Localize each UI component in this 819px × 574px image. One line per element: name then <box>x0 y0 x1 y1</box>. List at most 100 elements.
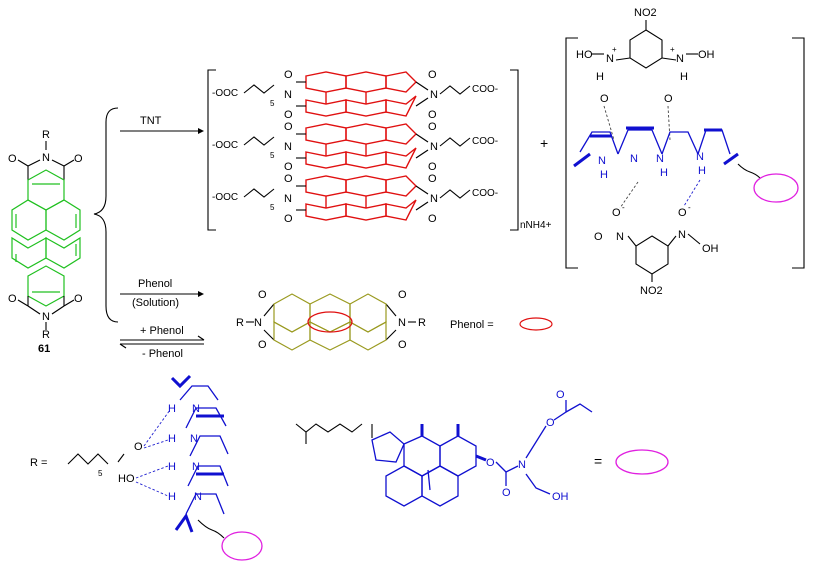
cholesterol-ellipse-complex <box>753 173 799 203</box>
r-definition-subscript: 5 <box>98 469 103 478</box>
branch-brace <box>93 107 119 323</box>
compound-61-number: 61 <box>38 343 50 355</box>
phenol-product-r-left: R <box>236 317 244 329</box>
r-definition-n4: N <box>194 491 202 503</box>
aggregate-row-1-o2: O <box>284 109 293 121</box>
r-definition-n1: N <box>192 403 200 415</box>
aggregate-row-3-n-right: N <box>430 193 438 205</box>
complex-ho-left: HO <box>576 49 593 61</box>
arrow-tnt-label: TNT <box>140 115 162 127</box>
complex-h-1: H <box>600 169 608 181</box>
aggregate-row-1-o4: O <box>428 109 437 121</box>
compound-61-o-bl: O <box>8 293 17 305</box>
equilibrium-plus-phenol: + Phenol <box>140 325 184 337</box>
cholesterol-o3: O <box>546 417 555 429</box>
compound-61-o-tr: O <box>74 153 83 165</box>
phenol-ellipse-legend <box>519 317 553 331</box>
complex-nh-1: N <box>598 155 606 167</box>
aggregate-row-1: -OOC 5 N O O O O N COO- <box>212 69 498 121</box>
complex-minus-br: - <box>688 203 691 212</box>
phenol-product-n-right: N <box>398 317 406 329</box>
aggregate-row-2-sub: 5 <box>270 151 275 160</box>
phenol-product-o1: O <box>258 289 267 301</box>
phenol-product: O O O O R N N R <box>236 289 426 351</box>
tnt-aggregate: nNH4+ + -OOC 5 N O O O O N COO- <box>207 69 552 231</box>
aggregate-row-2-o1: O <box>284 121 293 133</box>
compound-61-r-top: R <box>42 129 50 141</box>
r-definition-h3: H <box>168 461 176 473</box>
r-definition-n3: N <box>192 461 200 473</box>
aggregate-row-3-right: COO- <box>472 188 498 199</box>
aggregate-row-3-left: -OOC <box>212 192 238 203</box>
complex-h-tl: H <box>596 71 604 83</box>
complex-h-3: H <box>660 167 668 179</box>
complex-nh-2: N <box>630 153 638 165</box>
r-definition-hydroxyl: HO <box>118 473 135 485</box>
arrow-phenol-sublabel: (Solution) <box>132 297 179 309</box>
complex-o-tl: O <box>600 93 609 105</box>
phenol-product-o2: O <box>258 339 267 351</box>
r-definition-prefix: R = <box>30 457 47 469</box>
r-definition-h2: H <box>168 433 176 445</box>
complex-nitro-bottom: NO2 <box>640 285 663 297</box>
complex-plus-tr: + <box>670 45 675 54</box>
cholesterol-oh: OH <box>552 491 569 503</box>
aggregate-row-1-left: -OOC <box>212 88 238 99</box>
aggregate-row-2-right: COO- <box>472 136 498 147</box>
aggregate-row-2-o4: O <box>428 161 437 173</box>
arrow-tnt: TNT <box>120 115 204 134</box>
aggregate-row-3-sub: 5 <box>270 203 275 212</box>
phenol-product-n-left: N <box>254 317 262 329</box>
complex-o-tr: O <box>664 93 673 105</box>
complex-oh-right: OH <box>698 49 715 61</box>
complex-o-br: O <box>678 207 687 219</box>
complex-nh-3: N <box>656 153 664 165</box>
aggregate-row-1-n-right: N <box>430 89 438 101</box>
cholesterol-n: N <box>518 459 526 471</box>
aggregate-row-3-o2: O <box>284 213 293 225</box>
complex-n-top-right: N <box>676 53 684 65</box>
aggregate-counterion: nNH4+ <box>520 220 552 231</box>
complex-n-top-left: N <box>606 53 614 65</box>
r-definition-h1: H <box>168 403 176 415</box>
complex-minus-bl: - <box>622 203 625 212</box>
complex-plus-tl: + <box>612 45 617 54</box>
aggregate-row-2-n-left: N <box>284 141 292 153</box>
aggregate-row-1-sub: 5 <box>270 99 275 108</box>
aggregate-row-3: -OOC 5 N O O O O N COO- <box>212 173 498 225</box>
r-definition-n2: N <box>190 433 198 445</box>
compound-61-o-br: O <box>74 293 83 305</box>
aggregate-row-2-n-right: N <box>430 141 438 153</box>
phenol-legend: Phenol = <box>450 319 494 331</box>
compound-61-r-bottom: R <box>42 329 50 341</box>
tnt-complex: NO2 HO N + N + OH H H O O N H N N H N H <box>565 7 805 297</box>
r-definition-h4: H <box>168 491 176 503</box>
cholesterol-equals: = <box>594 453 602 469</box>
cholesterol-o4: O <box>556 389 565 401</box>
compound-61-o-tl: O <box>8 153 17 165</box>
phenol-product-o3: O <box>398 289 407 301</box>
compound-61-n-bottom: N <box>42 311 50 323</box>
cholesterol-ellipse-r <box>221 531 263 561</box>
aggregate-row-2-o3: O <box>428 121 437 133</box>
complex-nh-4: N <box>696 151 704 163</box>
phenol-product-r-right: R <box>418 317 426 329</box>
arrow-phenol-label: Phenol <box>138 278 172 290</box>
cholesterol-derivative: O O N O O OH = <box>295 389 669 507</box>
aggregate-row-1-n-left: N <box>284 89 292 101</box>
cholesterol-ellipse-legend <box>615 449 669 475</box>
aggregate-row-2-o2: O <box>284 161 293 173</box>
aggregate-plus: + <box>540 135 548 151</box>
phenol-ellipse-product <box>307 311 353 333</box>
compound-61: R N O O O O N R 61 <box>8 129 83 355</box>
r-definition: R = 5 O HO H H H H N N N N <box>30 374 263 561</box>
complex-o-ml: O <box>594 231 603 243</box>
phenol-product-o4: O <box>398 339 407 351</box>
complex-nitro-top: NO2 <box>634 7 657 19</box>
aggregate-row-2-left: -OOC <box>212 140 238 151</box>
aggregate-row-3-o1: O <box>284 173 293 185</box>
arrow-phenol-solution: Phenol (Solution) <box>120 278 204 309</box>
cholesterol-o: O <box>486 457 495 469</box>
complex-h-4: H <box>698 165 706 177</box>
equilibrium-arrows: + Phenol - Phenol <box>119 325 205 360</box>
